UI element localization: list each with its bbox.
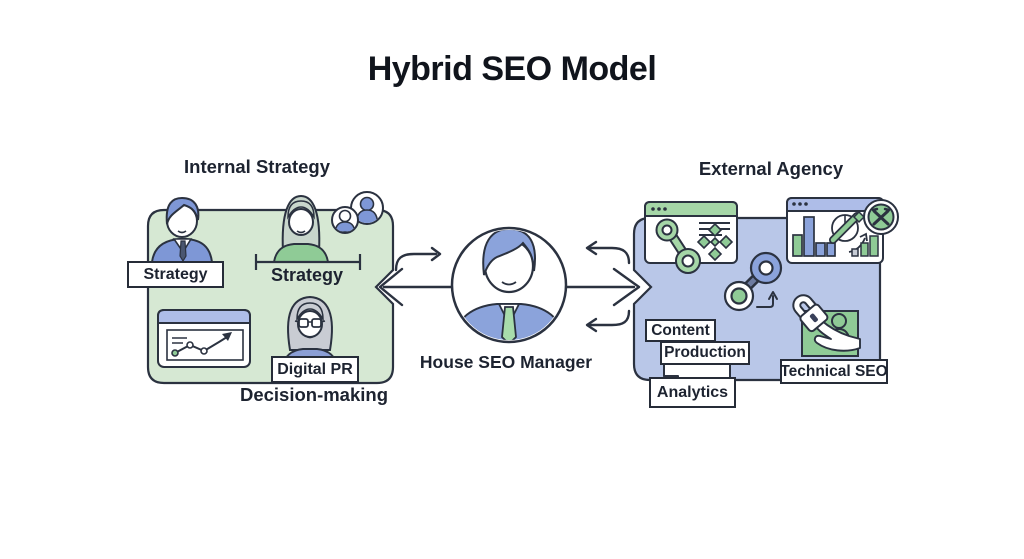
bar-chart-window-icon bbox=[786, 197, 884, 264]
arrow-manager-to-right bbox=[561, 267, 641, 307]
external-agency-heading: External Agency bbox=[698, 158, 844, 179]
arrow-right-top-to-manager bbox=[585, 240, 631, 265]
manager-avatar bbox=[450, 226, 568, 344]
diamond-cluster-icon bbox=[696, 222, 734, 262]
internal-strategy-heading: Internal Strategy bbox=[184, 156, 330, 177]
businesswoman-icon bbox=[272, 194, 330, 263]
production-label: Production bbox=[660, 341, 750, 365]
strategy-team-label: Strategy bbox=[270, 265, 344, 285]
content-label: Content bbox=[645, 319, 716, 342]
house-seo-manager-caption: House SEO Manager bbox=[419, 352, 593, 372]
businessman-icon bbox=[150, 196, 214, 263]
decision-making-caption: Decision-making bbox=[239, 384, 389, 405]
arrow-left-to-manager bbox=[394, 246, 442, 272]
tools-badge-icon bbox=[863, 199, 899, 235]
line-chart-window-icon bbox=[157, 309, 251, 368]
bracket-line bbox=[254, 254, 362, 270]
strategy-person-label: Strategy bbox=[127, 261, 224, 288]
arrow-manager-to-left bbox=[378, 267, 457, 307]
turn-up-arrow-icon bbox=[756, 291, 778, 308]
technical-seo-label: Technical SEO bbox=[780, 359, 888, 384]
digital-pr-label: Digital PR bbox=[271, 356, 359, 383]
arrow-right-bottom-to-manager bbox=[585, 309, 631, 333]
analytics-label: Analytics bbox=[649, 377, 736, 408]
link-rings-icon bbox=[723, 251, 783, 312]
padlock-hand-photo-icon bbox=[792, 294, 861, 357]
team-avatars-icon bbox=[331, 191, 384, 234]
diagram-title: Hybrid SEO Model bbox=[367, 50, 657, 88]
link-browser-window-icon bbox=[644, 201, 738, 274]
